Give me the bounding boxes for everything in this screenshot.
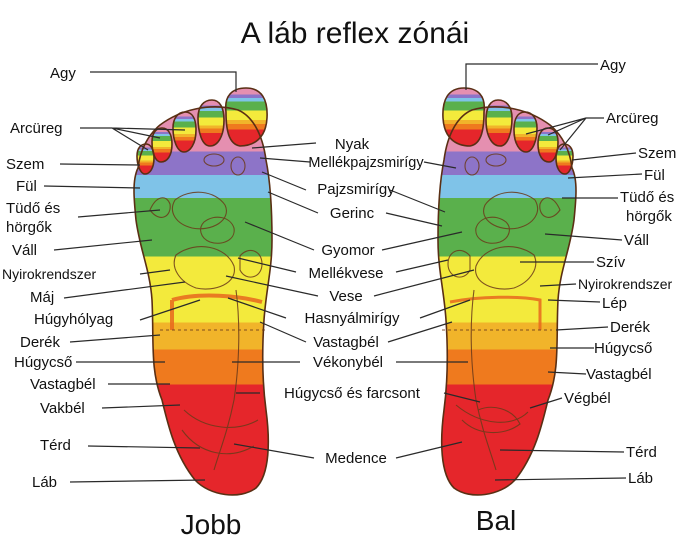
label-lab-right: Láb — [628, 470, 653, 487]
label-pajzsmirigy: Pajzsmirígy — [317, 181, 395, 198]
label-hugycso-right: Húgycső — [594, 340, 652, 357]
label-vegbel-right: Végbél — [564, 390, 611, 407]
label-tudo-right-1: Tüdő és — [620, 189, 674, 206]
label-tudo-left-2: hörgők — [6, 219, 52, 236]
label-hugycso-farcsont: Húgycső és farcsont — [284, 385, 421, 402]
label-agy-left: Agy — [50, 65, 76, 82]
label-ful-left: Fül — [16, 178, 37, 195]
label-lep-right: Lép — [602, 295, 627, 312]
label-terd-right: Térd — [626, 444, 657, 461]
label-szem-left: Szem — [6, 156, 44, 173]
label-vall-right: Váll — [624, 232, 649, 249]
label-nyak: Nyak — [335, 136, 370, 153]
label-maj-left: Máj — [30, 289, 54, 306]
label-vastagbel-right: Vastagbél — [586, 366, 652, 383]
label-terd-left: Térd — [40, 437, 71, 454]
label-vall-left: Váll — [12, 242, 37, 259]
label-vese: Vese — [329, 288, 362, 305]
label-szem-right: Szem — [638, 145, 676, 162]
right-foot-left-labels: Agy Arcüreg Szem Fül Tüdő és hörgők Váll… — [2, 65, 113, 491]
label-gyomor: Gyomor — [321, 242, 374, 259]
right-foot-illustration — [134, 88, 272, 495]
label-nyirok-left: Nyirokrendszer — [2, 266, 96, 282]
label-sziv-right: Szív — [596, 254, 626, 271]
label-medence: Medence — [325, 450, 387, 467]
diagram-title: A láb reflex zónái — [241, 17, 469, 50]
label-hugyholyag-left: Húgyhólyag — [34, 311, 113, 328]
foot-label-jobb: Jobb — [181, 509, 242, 540]
foot-label-bal: Bal — [476, 505, 516, 536]
left-foot-illustration — [438, 88, 576, 495]
center-labels: Nyak Mellékpajzsmirígy Pajzsmirígy Gerin… — [284, 136, 424, 467]
label-nyirok-right: Nyirokrendszer — [578, 276, 672, 292]
label-gerinc: Gerinc — [330, 205, 375, 222]
label-agy-right: Agy — [600, 57, 626, 74]
label-mellekvese: Mellékvese — [308, 265, 383, 282]
label-vekonybel: Vékonybél — [313, 354, 383, 371]
label-derek-left: Derék — [20, 334, 61, 351]
left-foot-right-labels: Agy Arcüreg Szem Fül Tüdő és hörgők Váll… — [564, 57, 676, 487]
label-tudo-left-1: Tüdő és — [6, 200, 60, 217]
label-arcureg-right: Arcüreg — [606, 110, 659, 127]
label-vastagbel-left: Vastagbél — [30, 376, 96, 393]
label-derek-right: Derék — [610, 319, 651, 336]
label-mellekpajzsmirigy: Mellékpajzsmirígy — [308, 155, 424, 171]
label-vakbel-left: Vakbél — [40, 400, 85, 417]
label-ful-right: Fül — [644, 167, 665, 184]
label-lab-left: Láb — [32, 474, 57, 491]
label-arcureg-left: Arcüreg — [10, 120, 63, 137]
label-hasnyalmirigy: Hasnyálmirígy — [304, 310, 400, 327]
label-vastagbel-center: Vastagbél — [313, 334, 379, 351]
label-hugycso-left: Húgycső — [14, 354, 72, 371]
label-tudo-right-2: hörgők — [626, 208, 672, 225]
